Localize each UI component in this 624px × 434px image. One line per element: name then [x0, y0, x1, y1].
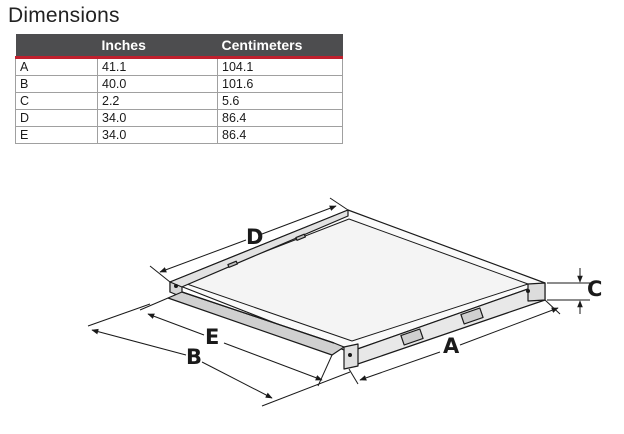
header-cell-inches: Inches — [97, 34, 218, 59]
table-row: E 34.0 86.4 — [15, 126, 343, 144]
centimeters-value: 86.4 — [217, 126, 343, 144]
dimension-label-c: C — [587, 277, 602, 301]
dimension-label-e: E — [205, 325, 219, 349]
dimensions-table: Inches Centimeters A 41.1 104.1 B 40.0 1… — [15, 34, 343, 144]
dimension-label-d: D — [246, 225, 263, 249]
row-label: E — [15, 126, 98, 144]
header-cell-label — [15, 34, 98, 59]
table-header-row: Inches Centimeters — [15, 34, 343, 59]
inches-value: 41.1 — [97, 57, 218, 76]
table-row: D 34.0 86.4 — [15, 109, 343, 127]
header-cell-centimeters: Centimeters — [217, 34, 343, 59]
table-row: C 2.2 5.6 — [15, 92, 343, 110]
inches-value: 34.0 — [97, 126, 218, 144]
dimension-label-b: B — [186, 345, 202, 369]
dimension-lines — [87, 197, 590, 407]
centimeters-value: 101.6 — [217, 75, 343, 93]
dimension-label-a: A — [443, 334, 460, 358]
page-title: Dimensions — [8, 4, 120, 27]
platform-frame — [167, 209, 546, 370]
